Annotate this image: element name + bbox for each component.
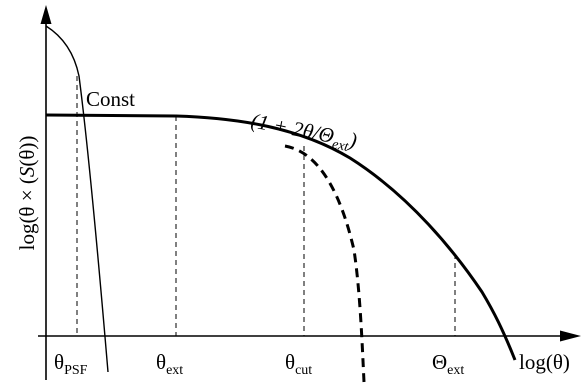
- x-axis-label: log(θ): [519, 350, 570, 374]
- y-axis-label-pre: log(θ × (: [15, 177, 39, 250]
- marker-label-psf: θPSF: [54, 350, 88, 378]
- y-axis-label-post: (θ)): [15, 136, 39, 167]
- axes: [38, 5, 581, 380]
- formula-sub: ext: [331, 137, 351, 155]
- marker-label-cut: θcut: [285, 350, 312, 378]
- cutoff-curve: [284, 144, 366, 383]
- profile-curve: [45, 113, 517, 361]
- x-axis-arrowhead: [560, 330, 581, 342]
- formula-main: (1 + 2θ/Θ: [249, 108, 336, 148]
- const-label: Const: [86, 87, 135, 111]
- psf-curve: [45, 25, 109, 373]
- marker-label-ext: θext: [156, 350, 183, 378]
- y-axis-label: log(θ × (S(θ)): [15, 136, 39, 251]
- y-axis-label-italic: S: [15, 166, 39, 177]
- marker-lines: [76, 76, 456, 336]
- marker-label-Ext: Θext: [432, 350, 464, 378]
- y-axis-arrowhead: [40, 5, 52, 24]
